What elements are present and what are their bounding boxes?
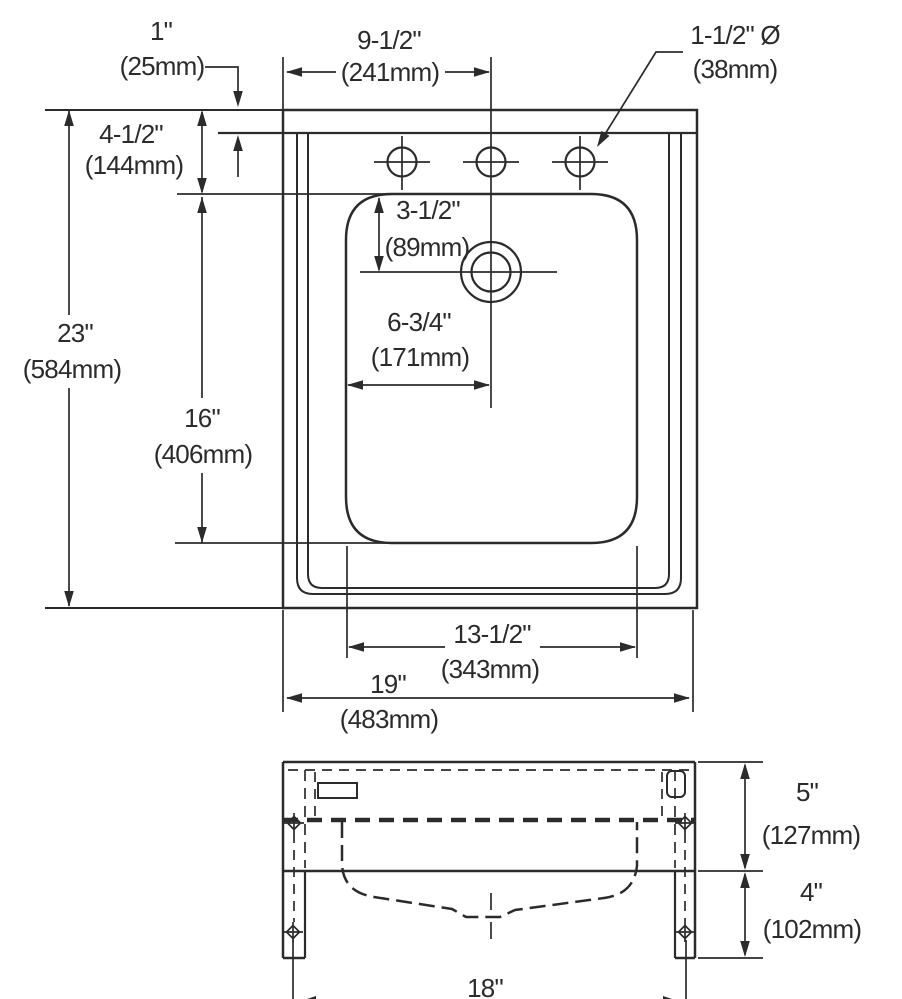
arrowhead-diagonal	[597, 130, 610, 147]
dim-label: 4"	[800, 877, 823, 907]
extension-lines	[292, 940, 687, 999]
dim-label: 1"	[150, 16, 173, 46]
dim-overall-width: 19" (483mm)	[282, 610, 694, 734]
leader-line	[601, 51, 683, 140]
drain-opening	[360, 240, 557, 304]
arrowhead-up	[740, 763, 750, 779]
sink-outer-edge	[281, 108, 699, 610]
dim-label: 13-1/2"	[453, 619, 531, 649]
faucet-hole-crosshair-vertical	[401, 136, 581, 190]
label-backing	[445, 620, 540, 648]
dim-label: 1-1/2" Ø	[690, 20, 780, 50]
dim-bowl-width: 13-1/2" (343mm)	[346, 546, 638, 684]
dim-label: 9-1/2"	[357, 25, 421, 55]
mounting-holes	[283, 813, 695, 942]
arrowhead-down	[197, 178, 207, 194]
dim-bowl-depth: 16" (406mm)	[154, 197, 253, 543]
extension-lines	[282, 610, 694, 712]
arrowhead-right	[474, 67, 490, 77]
arrowhead-up	[197, 197, 207, 213]
plan-view: 1" (25mm) 9-1/2" (241mm) 1-1/2" Ø (38mm)…	[23, 16, 781, 734]
arrowhead-up	[740, 872, 750, 888]
arrowhead-down	[197, 527, 207, 543]
leader-line	[205, 66, 239, 92]
right-hanger-bracket	[661, 770, 695, 960]
dim-bracket-spacing: 18"	[292, 940, 687, 999]
dim-hole-diameter: 1-1/2" Ø (38mm)	[597, 20, 781, 147]
dim-drain-offset-y: 3-1/2" (89mm)	[374, 195, 470, 272]
dim-label-mm: (89mm)	[385, 232, 470, 262]
dim-label-mm: (171mm)	[371, 342, 470, 372]
arrowhead-up	[197, 110, 207, 126]
dim-drain-offset-x: 6-3/4" (171mm)	[347, 307, 490, 390]
bowl-profile-hidden	[340, 822, 639, 919]
extension-lines-right	[698, 761, 763, 959]
dim-label-mm: (127mm)	[762, 820, 861, 850]
arrowhead-left	[286, 67, 302, 77]
arrowhead-left-clipped	[307, 996, 316, 999]
bowl-outline	[344, 192, 639, 545]
arrowhead-left	[286, 693, 302, 703]
dim-label: 6-3/4"	[387, 307, 451, 337]
dim-front-lower-height: 4" (102mm)	[740, 872, 862, 957]
arrowhead-down	[740, 854, 750, 870]
dim-label-mm: (584mm)	[23, 354, 122, 384]
hanger-slot	[666, 770, 686, 798]
arrowhead-down	[233, 91, 243, 107]
dim-deck-depth: 4-1/2" (144mm)	[85, 110, 207, 194]
dim-label: 18"	[467, 973, 503, 999]
arrowhead-right	[620, 642, 636, 652]
arrowhead-left	[348, 642, 364, 652]
dim-label: 23"	[57, 318, 93, 348]
arrowhead-up	[374, 197, 384, 213]
dim-label: 16"	[184, 403, 220, 433]
dim-label-mm: (406mm)	[154, 439, 253, 469]
dim-label: 3-1/2"	[396, 195, 460, 225]
extension-lines	[346, 546, 638, 658]
arrowhead-right	[674, 693, 690, 703]
arrowhead-right	[474, 380, 490, 390]
arrowhead-down	[374, 256, 384, 272]
front-view: 5" (127mm) 4" (102mm) 18"	[281, 760, 862, 999]
dim-label-mm: (38mm)	[693, 54, 778, 84]
dim-faucet-center: 9-1/2" (241mm)	[286, 25, 490, 87]
dim-label-mm: (483mm)	[340, 704, 439, 734]
dim-front-upper-height: 5" (127mm)	[740, 763, 861, 870]
dim-label-mm: (241mm)	[341, 57, 440, 87]
dim-label: 19"	[370, 669, 406, 699]
mounting-hole-top-right	[675, 813, 695, 833]
dim-rim-offset: 1" (25mm)	[120, 16, 243, 177]
dim-label-mm: (343mm)	[441, 654, 540, 684]
dim-label: 5"	[796, 777, 819, 807]
mounting-hole-bottom-right	[675, 922, 695, 942]
dim-label-mm: (25mm)	[120, 51, 205, 81]
label-backing	[355, 672, 423, 697]
arrowhead-up	[64, 110, 74, 126]
mounting-hole-bottom-left	[283, 922, 303, 942]
dim-overall-depth: 23" (584mm)	[23, 110, 122, 607]
arrowhead-up	[233, 135, 243, 151]
faucet-holes	[374, 136, 608, 190]
arrowhead-left	[347, 380, 363, 390]
dim-label: 4-1/2"	[99, 119, 163, 149]
left-hanger-bracket	[283, 770, 316, 960]
rim-inner-edge-inner	[307, 133, 670, 589]
arrowhead-right-clipped	[663, 996, 672, 999]
arrowhead-down	[740, 941, 750, 957]
nameplate-knockout	[317, 782, 358, 799]
dim-label-mm: (102mm)	[763, 914, 862, 944]
mounting-hole-top-left	[284, 813, 304, 833]
rim-inner-edge-outer	[296, 133, 682, 595]
dim-label-mm: (144mm)	[85, 150, 184, 180]
arrowhead-down	[64, 591, 74, 607]
